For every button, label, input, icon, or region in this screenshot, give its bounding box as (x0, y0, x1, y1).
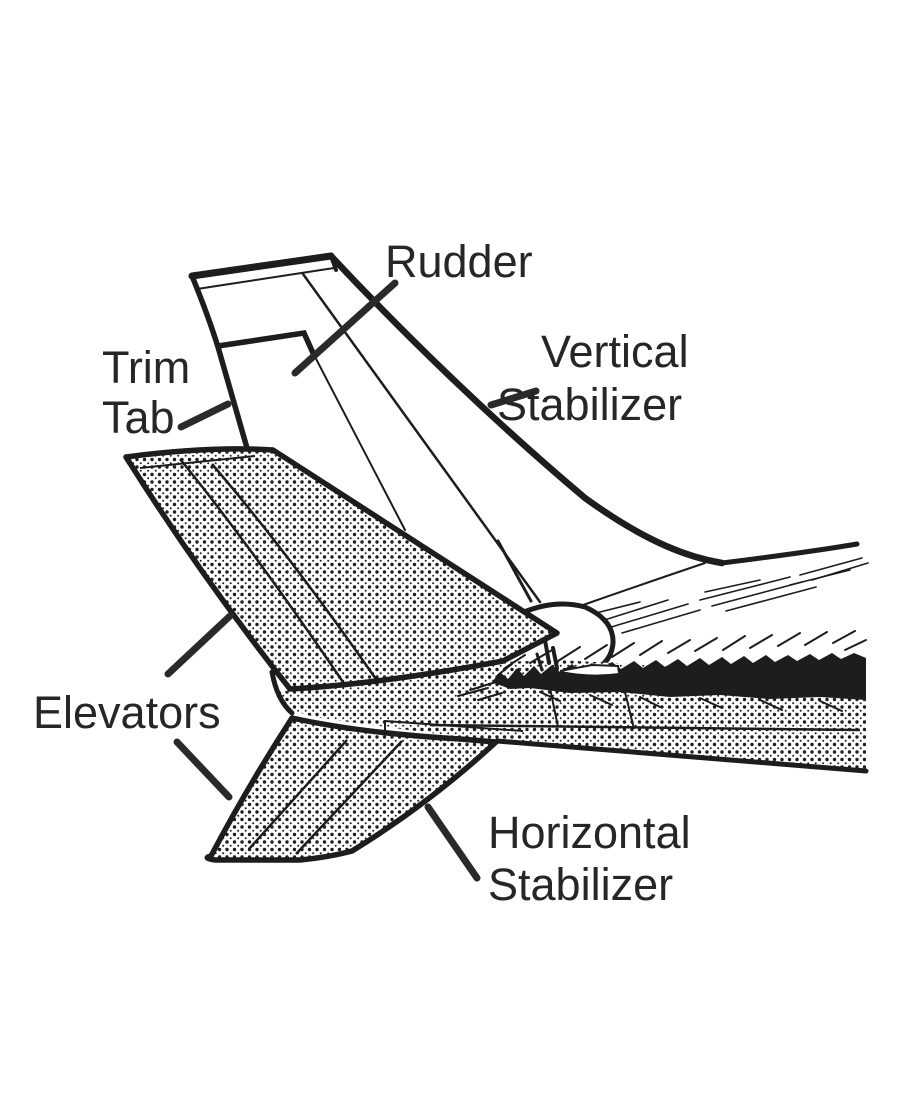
fuselage-hatching (587, 557, 869, 634)
lower-elevator-panel (204, 715, 499, 863)
root-fillet (265, 669, 295, 716)
horizontal-stabilizer-leader-line (424, 803, 481, 882)
fin-leading-edge (327, 252, 726, 567)
label-horizontal-stabilizer-line2: Stabilizer (488, 859, 673, 910)
fur-shading-band (457, 630, 867, 730)
vertical-stabilizer-leader-line (487, 387, 540, 409)
cone-shadow-marks (535, 638, 559, 672)
elevator-hinge-line (179, 458, 347, 686)
stabilizer-split-line (429, 723, 861, 732)
fin-trailing-edge (189, 273, 250, 451)
fin-cap-bottom-line (196, 267, 335, 290)
elevator-hinge-line (248, 739, 348, 850)
elevators-lower-leader-line (173, 738, 233, 801)
trim-tab-leader-line (177, 400, 232, 431)
elevator-hinge-line (211, 463, 380, 683)
stabilizer-panel-line (549, 687, 559, 728)
rudder-trailing-line (496, 539, 533, 603)
elevators-upper-leader-line (164, 612, 234, 678)
belly-sliver-line (384, 720, 524, 732)
tailcone-top-line (582, 562, 706, 606)
label-rudder: Rudder (385, 236, 533, 287)
fin-cap-top-edge (188, 252, 335, 280)
trim-tab-step-line (215, 329, 316, 356)
stabilizer-panel-line (624, 691, 635, 730)
leader-lines (164, 279, 540, 882)
label-trim-tab-line2: Tab (102, 392, 175, 443)
right-elevator-trailing-edge (494, 738, 869, 774)
left-elevator-panel (123, 446, 560, 692)
fuselage-top-edge (719, 541, 860, 566)
label-vertical-stabilizer-line2: Stabilizer (497, 379, 682, 430)
rudder-leader-line (291, 279, 399, 377)
label-vertical-stabilizer-line1: Vertical (541, 326, 689, 377)
elevator-hinge-line (295, 740, 403, 855)
elevator-horn-notch (561, 665, 619, 675)
label-horizontal-stabilizer-line1: Horizontal (488, 807, 691, 858)
label-trim-tab-line1: Trim (102, 342, 190, 393)
label-elevators: Elevators (33, 687, 221, 738)
diagram-labels: Rudder Trim Tab Vertical Stabilizer Elev… (33, 236, 691, 910)
trim-tab-edge-line (312, 352, 406, 531)
elevator-tip-rib (139, 455, 256, 469)
